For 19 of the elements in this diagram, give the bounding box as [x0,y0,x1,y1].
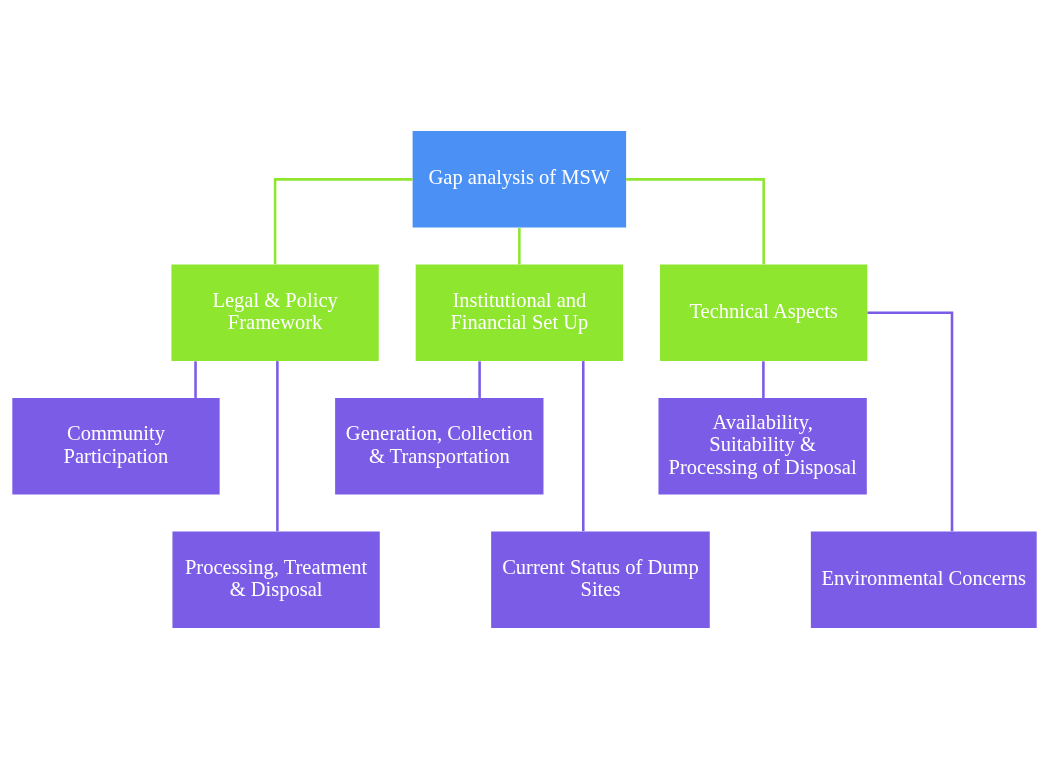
connector [518,227,521,264]
node-box: Generation, Collection & Transportation [335,397,544,494]
node-box: Technical Aspects [660,264,868,361]
connector [581,360,585,531]
connector [194,360,197,398]
connector [762,360,765,398]
connector [626,177,765,264]
node-box: Community Participation [12,397,220,494]
node-box: Legal & Policy Framework [171,264,379,361]
connector [867,311,954,531]
node-box: Gap analysis of MSW [412,130,627,228]
connector [276,360,279,531]
node-box: Environmental Concerns [810,530,1037,628]
node-box: Availability, Suitability & Processing of Disposal [658,397,867,494]
connector [478,360,481,398]
node-box: Current Status of Dump Sites [491,530,710,628]
node-box: Processing, Treatment & Disposal [172,530,380,628]
node-box: Institutional and Financial Set Up [415,264,624,361]
connector [273,177,413,264]
